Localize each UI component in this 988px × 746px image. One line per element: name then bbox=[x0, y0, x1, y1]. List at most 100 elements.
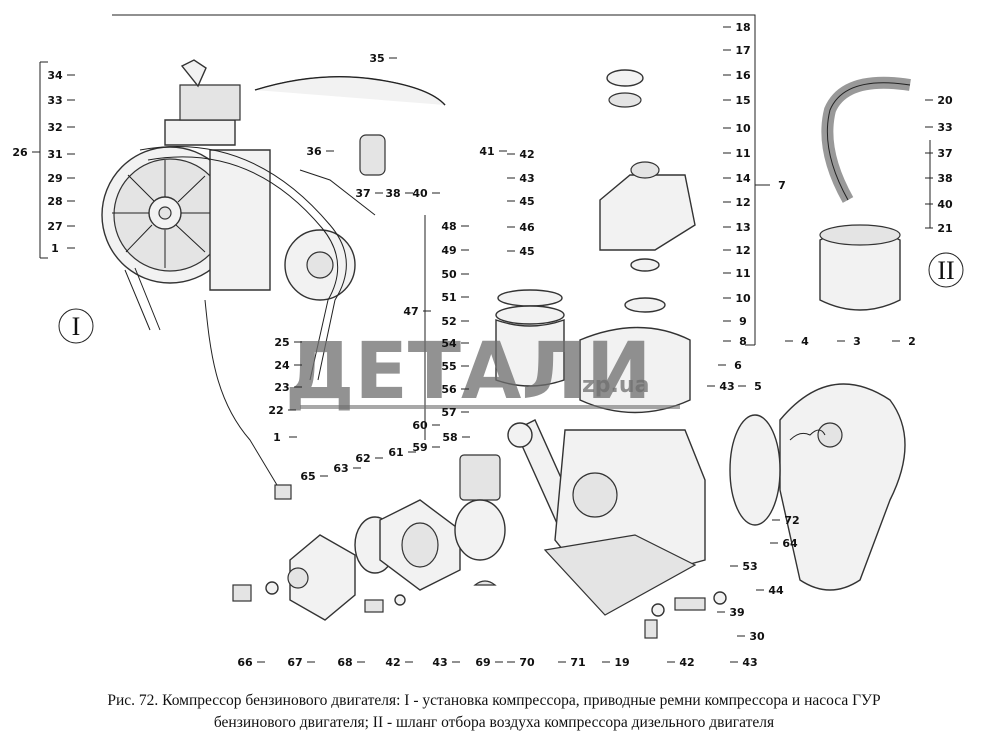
callout-12: 12 bbox=[735, 196, 750, 209]
callout-10: 10 bbox=[735, 122, 751, 135]
callout-54: 54 bbox=[441, 337, 457, 350]
callout-40: 40 bbox=[412, 187, 428, 200]
callout-25: 25 bbox=[274, 336, 289, 349]
callout-14: 14 bbox=[735, 172, 751, 185]
end-cover bbox=[729, 383, 906, 591]
callout-5: 5 bbox=[754, 380, 762, 393]
callout-43: 43 bbox=[519, 172, 534, 185]
callout-38: 38 bbox=[385, 187, 400, 200]
caption-line-2: бензинового двигателя; II - шланг отбора… bbox=[213, 714, 775, 731]
cylinder-head-group bbox=[543, 69, 706, 616]
callout-43: 43 bbox=[432, 656, 447, 669]
callout-34: 34 bbox=[47, 69, 63, 82]
callout-20: 20 bbox=[937, 94, 953, 107]
callout-66: 66 bbox=[237, 656, 253, 669]
callout-37: 37 bbox=[355, 187, 370, 200]
watermark: ДЕТАЛИ zp.ua bbox=[285, 327, 680, 417]
callout-58: 58 bbox=[442, 431, 457, 444]
callout-39: 39 bbox=[729, 606, 744, 619]
frame-lines bbox=[39, 14, 931, 440]
callout-22: 22 bbox=[268, 404, 283, 417]
callout-42: 42 bbox=[679, 656, 694, 669]
callout-38: 38 bbox=[937, 172, 952, 185]
callout-11: 11 bbox=[735, 267, 750, 280]
callout-61: 61 bbox=[388, 446, 403, 459]
front-cover-parts bbox=[232, 499, 727, 639]
callout-65: 65 bbox=[300, 470, 315, 483]
svg-text:I: I bbox=[72, 312, 81, 341]
callout-19: 19 bbox=[614, 656, 629, 669]
callout-1: 1 bbox=[51, 242, 59, 255]
callout-17: 17 bbox=[735, 44, 750, 57]
view-label-2: II bbox=[928, 252, 964, 288]
callout-37: 37 bbox=[937, 147, 952, 160]
callout-12: 12 bbox=[735, 244, 750, 257]
callout-1: 1 bbox=[273, 431, 281, 444]
callout-7: 7 bbox=[778, 179, 786, 192]
callout-56: 56 bbox=[441, 383, 457, 396]
callout-59: 59 bbox=[412, 441, 427, 454]
callout-62: 62 bbox=[355, 452, 370, 465]
view-label-1: I bbox=[58, 308, 94, 344]
callout-33: 33 bbox=[937, 121, 952, 134]
callout-43: 43 bbox=[742, 656, 757, 669]
callout-6: 6 bbox=[734, 359, 742, 372]
svg-text:II: II bbox=[937, 256, 954, 285]
figure-caption: Рис. 72. Компрессор бензинового двигател… bbox=[0, 690, 988, 734]
callout-45: 45 bbox=[519, 195, 534, 208]
callout-47: 47 bbox=[403, 305, 418, 318]
callout-55: 55 bbox=[441, 360, 456, 373]
callout-41: 41 bbox=[479, 145, 494, 158]
callout-21: 21 bbox=[937, 222, 952, 235]
callout-29: 29 bbox=[47, 172, 62, 185]
callout-32: 32 bbox=[47, 121, 62, 134]
callout-24: 24 bbox=[274, 359, 290, 372]
callout-48: 48 bbox=[441, 220, 456, 233]
callout-3: 3 bbox=[853, 335, 861, 348]
callout-42: 42 bbox=[519, 148, 534, 161]
callout-45: 45 bbox=[519, 245, 534, 258]
callout-68: 68 bbox=[337, 656, 352, 669]
callout-43: 43 bbox=[719, 380, 734, 393]
callout-18: 18 bbox=[735, 21, 750, 34]
callout-51: 51 bbox=[441, 291, 456, 304]
svg-text:ДЕТАЛИ: ДЕТАЛИ bbox=[285, 327, 651, 417]
callout-72: 72 bbox=[784, 514, 799, 527]
callout-13: 13 bbox=[735, 221, 750, 234]
callout-71: 71 bbox=[570, 656, 585, 669]
callout-10: 10 bbox=[735, 292, 751, 305]
callout-11: 11 bbox=[735, 147, 750, 160]
callout-9: 9 bbox=[739, 315, 747, 328]
callout-2: 2 bbox=[908, 335, 916, 348]
callout-69: 69 bbox=[475, 656, 490, 669]
callout-27: 27 bbox=[47, 220, 62, 233]
callout-26: 26 bbox=[12, 146, 28, 159]
callout-44: 44 bbox=[768, 584, 784, 597]
svg-text:zp.ua: zp.ua bbox=[582, 373, 649, 398]
callout-50: 50 bbox=[441, 268, 457, 281]
callout-60: 60 bbox=[412, 419, 428, 432]
callout-31: 31 bbox=[47, 148, 62, 161]
callout-28: 28 bbox=[47, 195, 62, 208]
callout-52: 52 bbox=[441, 315, 456, 328]
callout-57: 57 bbox=[441, 406, 456, 419]
callout-33: 33 bbox=[47, 94, 62, 107]
callout-40: 40 bbox=[937, 198, 953, 211]
callout-64: 64 bbox=[782, 537, 798, 550]
callout-46: 46 bbox=[519, 221, 535, 234]
air-hose-view-2 bbox=[819, 76, 911, 311]
callout-42: 42 bbox=[385, 656, 400, 669]
callout-15: 15 bbox=[735, 94, 750, 107]
callout-4: 4 bbox=[801, 335, 809, 348]
callout-49: 49 bbox=[441, 244, 456, 257]
callout-30: 30 bbox=[749, 630, 765, 643]
callout-67: 67 bbox=[287, 656, 302, 669]
caption-line-1: Рис. 72. Компрессор бензинового двигател… bbox=[107, 692, 881, 709]
callout-53: 53 bbox=[742, 560, 757, 573]
callout-16: 16 bbox=[735, 69, 751, 82]
callout-63: 63 bbox=[333, 462, 348, 475]
callout-70: 70 bbox=[519, 656, 535, 669]
